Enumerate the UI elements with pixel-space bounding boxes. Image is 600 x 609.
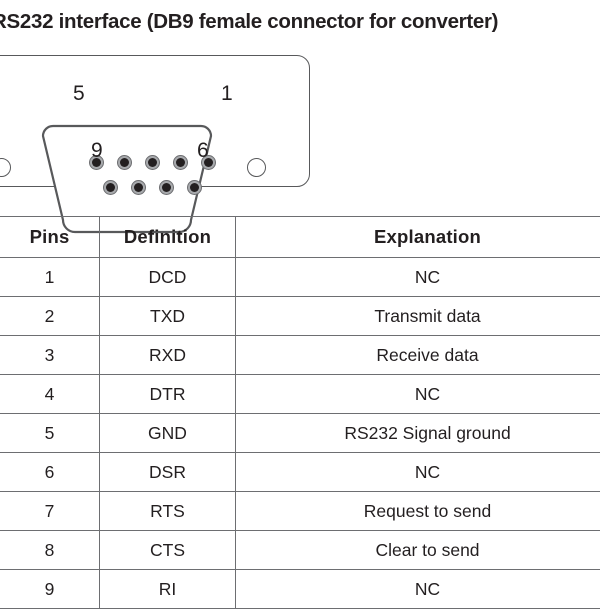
cell-definition: CTS [100, 531, 236, 570]
pin-label-bottom-right: 6 [197, 140, 209, 161]
cell-pin: 1 [0, 258, 100, 297]
mounting-hole-right-icon [247, 158, 266, 177]
connector-pin-3 [145, 155, 160, 170]
pin-label-top-right: 1 [221, 83, 233, 104]
cell-pin: 6 [0, 453, 100, 492]
cell-definition: DSR [100, 453, 236, 492]
mounting-hole-left-icon [0, 158, 11, 177]
cell-definition: RTS [100, 492, 236, 531]
cell-pin: 3 [0, 336, 100, 375]
cell-definition: RXD [100, 336, 236, 375]
column-header-explanation: Explanation [236, 217, 600, 258]
cell-explanation: NC [236, 258, 600, 297]
cell-pin: 2 [0, 297, 100, 336]
connector-pin-6 [187, 180, 202, 195]
connector-pin-7 [159, 180, 174, 195]
cell-pin: 9 [0, 570, 100, 609]
cell-definition: RI [100, 570, 236, 609]
connector-pin-8 [131, 180, 146, 195]
cell-explanation: NC [236, 570, 600, 609]
cell-explanation: RS232 Signal ground [236, 414, 600, 453]
page-title: RS232 interface (DB9 female connector fo… [0, 9, 600, 35]
column-header-definition: Definition [100, 217, 236, 258]
cell-explanation: NC [236, 375, 600, 414]
cell-definition: DTR [100, 375, 236, 414]
db9-connector-panel: 5 1 9 6 [0, 55, 310, 187]
connector-pin-2 [173, 155, 188, 170]
cell-explanation: Transmit data [236, 297, 600, 336]
connector-pin-4 [117, 155, 132, 170]
cell-explanation: Clear to send [236, 531, 600, 570]
cell-definition: DCD [100, 258, 236, 297]
cell-pin: 8 [0, 531, 100, 570]
cell-pin: 5 [0, 414, 100, 453]
cell-explanation: NC [236, 453, 600, 492]
cell-pin: 4 [0, 375, 100, 414]
cell-definition: GND [100, 414, 236, 453]
connector-pin-9 [103, 180, 118, 195]
cell-explanation: Receive data [236, 336, 600, 375]
cell-pin: 7 [0, 492, 100, 531]
pin-label-bottom-left: 9 [91, 140, 103, 161]
table-header-row: Pins Definition Explanation [0, 217, 600, 258]
cell-definition: TXD [100, 297, 236, 336]
column-header-pins: Pins [0, 217, 100, 258]
cell-explanation: Request to send [236, 492, 600, 531]
pin-label-top-left: 5 [73, 83, 85, 104]
